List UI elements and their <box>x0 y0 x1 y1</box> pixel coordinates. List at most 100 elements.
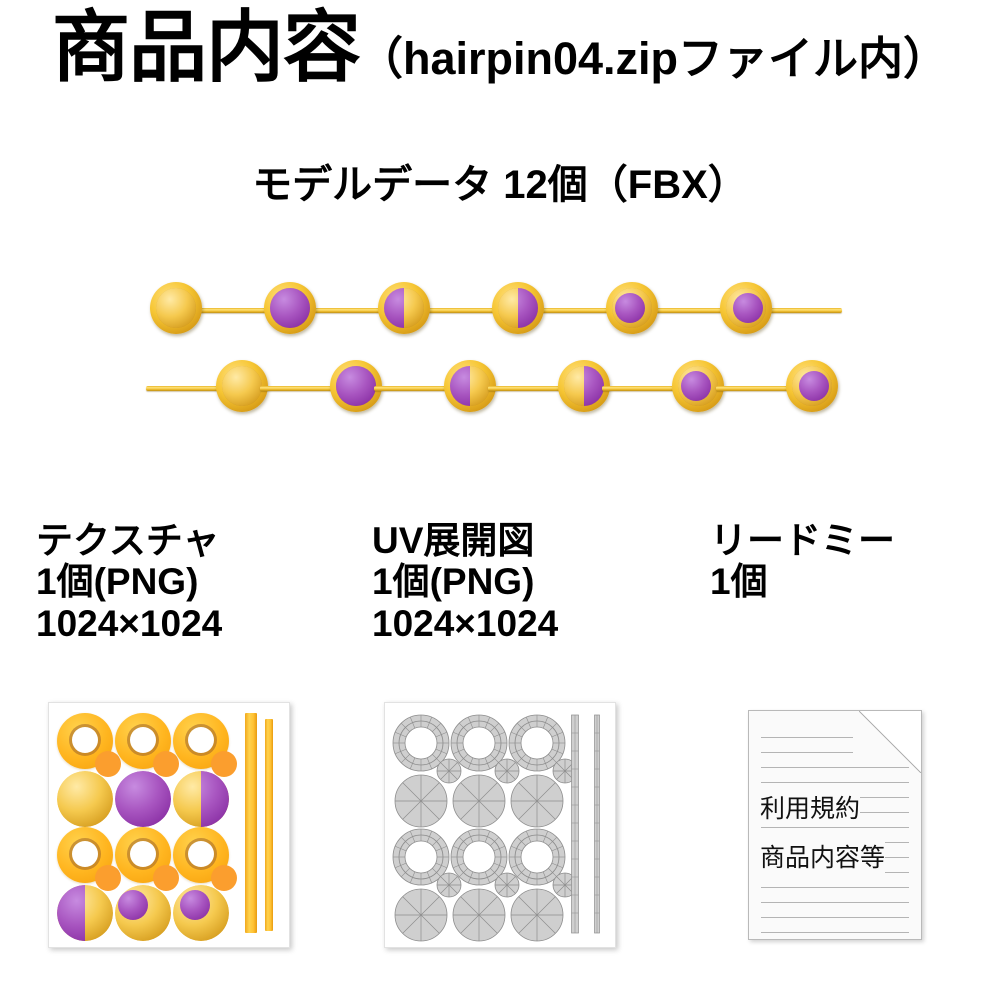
hairpin-stick <box>194 308 272 313</box>
uv-wireframe <box>392 714 600 942</box>
subtitle-model-count: モデルデータ 12個（FBX） <box>252 163 748 207</box>
gem-purple-dot <box>118 890 148 920</box>
readme-rule-line <box>761 917 909 918</box>
hairpin-stick <box>308 308 386 313</box>
readme-rule-line <box>761 827 909 828</box>
hairpin-stick <box>650 308 728 313</box>
readme-document-icon[interactable]: 利用規約商品内容等 <box>748 710 922 940</box>
hairpin-gem <box>222 366 262 406</box>
texture-caption-line-0: テクスチャ <box>36 520 220 561</box>
hairpin-head <box>672 360 724 412</box>
hairpin-row-top <box>0 278 1000 348</box>
hairpin-purple-dot-b <box>718 278 846 340</box>
main-title: 商品内容 <box>51 3 361 91</box>
hairpin-model-gallery <box>0 268 1000 428</box>
uv-caption-line-2: 1024×1024 <box>372 602 559 644</box>
gem-purple-dot <box>799 371 829 401</box>
hairpin-gem <box>450 366 490 406</box>
texture-sphere <box>57 885 113 941</box>
hairpin-half-gold-left <box>484 356 612 418</box>
hairpin-stick <box>146 386 226 391</box>
hairpin-gold-full <box>142 356 270 418</box>
readme-rule-line <box>761 752 853 753</box>
hairpin-stick <box>374 386 454 391</box>
readme-doc-text-0: 利用規約 <box>760 789 861 825</box>
asset-texture: テクスチャ 1個(PNG) 1024×1024 <box>36 520 336 948</box>
asset-readme: リードミー 1個 利用規約商品内容等 <box>700 520 980 940</box>
gem-purple <box>336 366 376 406</box>
hairpin-head <box>492 282 544 334</box>
texture-dot <box>211 865 237 891</box>
gem-gold <box>222 366 262 406</box>
page-fold-corner-icon <box>877 711 921 755</box>
texture-sphere <box>115 885 171 941</box>
uv-layout-preview[interactable] <box>384 702 616 948</box>
asset-uv: UV展開図 1個(PNG) 1024×1024 <box>372 520 662 948</box>
hairpin-head <box>264 282 316 334</box>
hairpin-head <box>216 360 268 412</box>
asset-columns: テクスチャ 1個(PNG) 1024×1024 UV展開図 1個(PNG) 10… <box>0 520 1000 990</box>
readme-rule-line <box>761 767 909 768</box>
texture-caption: テクスチャ 1個(PNG) 1024×1024 <box>36 520 336 644</box>
hairpin-head <box>606 282 658 334</box>
texture-atlas-preview[interactable] <box>48 702 290 948</box>
gem-purple <box>115 771 171 827</box>
hairpin-gold-full <box>148 278 276 340</box>
readme-rule-line <box>761 932 909 933</box>
hairpin-stick <box>260 386 340 391</box>
hairpin-head <box>558 360 610 412</box>
hairpin-gem <box>156 288 196 328</box>
readme-caption-line-0: リードミー <box>710 520 895 561</box>
hairpin-stick <box>422 308 500 313</box>
gem-purple-dot <box>681 371 711 401</box>
hairpin-gem <box>336 366 376 406</box>
page-title: 商品内容 （hairpin04.zipファイル内） <box>0 8 1000 86</box>
uv-caption: UV展開図 1個(PNG) 1024×1024 <box>372 520 662 644</box>
gem-purple-half <box>450 366 470 406</box>
texture-sphere <box>115 771 171 827</box>
hairpin-gem <box>612 288 652 328</box>
texture-sphere <box>173 771 229 827</box>
hairpin-half-gold-left <box>490 278 618 340</box>
texture-dot <box>95 751 121 777</box>
gem-gold <box>156 288 196 328</box>
texture-dot <box>95 865 121 891</box>
hairpin-gem <box>270 288 310 328</box>
hairpin-stick <box>536 308 614 313</box>
uv-caption-line-0: UV展開図 <box>372 520 535 561</box>
hairpin-purple-full <box>256 356 384 418</box>
readme-caption: リードミー 1個 <box>700 520 980 603</box>
hairpin-head <box>444 360 496 412</box>
hairpin-head <box>378 282 430 334</box>
hairpin-gem <box>498 288 538 328</box>
hairpin-gem <box>678 366 718 406</box>
readme-rule-line <box>761 902 909 903</box>
gem-purple-half <box>584 366 604 406</box>
gem-purple <box>270 288 310 328</box>
texture-sphere <box>57 771 113 827</box>
hairpin-stick <box>488 386 568 391</box>
hairpin-purple-dot-a <box>598 356 726 418</box>
readme-caption-line-1: 1個 <box>710 561 768 603</box>
hairpin-half-purple-left <box>376 278 504 340</box>
texture-sphere <box>173 885 229 941</box>
hairpin-stick <box>716 386 796 391</box>
hairpin-row-bottom <box>0 356 1000 426</box>
texture-dot <box>153 751 179 777</box>
hairpin-head <box>786 360 838 412</box>
hairpin-gem <box>792 366 832 406</box>
gem-purple-dot <box>733 293 763 323</box>
hairpin-gem <box>564 366 604 406</box>
hairpin-stick <box>764 308 842 313</box>
texture-dot <box>153 865 179 891</box>
readme-rule-line <box>761 887 909 888</box>
hairpin-head <box>720 282 772 334</box>
readme-doc-text-1: 商品内容等 <box>760 838 886 874</box>
hairpin-head <box>330 360 382 412</box>
hairpin-head <box>150 282 202 334</box>
texture-caption-line-1: 1個(PNG) <box>36 561 199 603</box>
hairpin-purple-full <box>262 278 390 340</box>
texture-caption-line-2: 1024×1024 <box>36 602 223 644</box>
title-suffix: （hairpin04.zipファイル内） <box>357 33 949 84</box>
uv-caption-line-1: 1個(PNG) <box>372 561 535 603</box>
